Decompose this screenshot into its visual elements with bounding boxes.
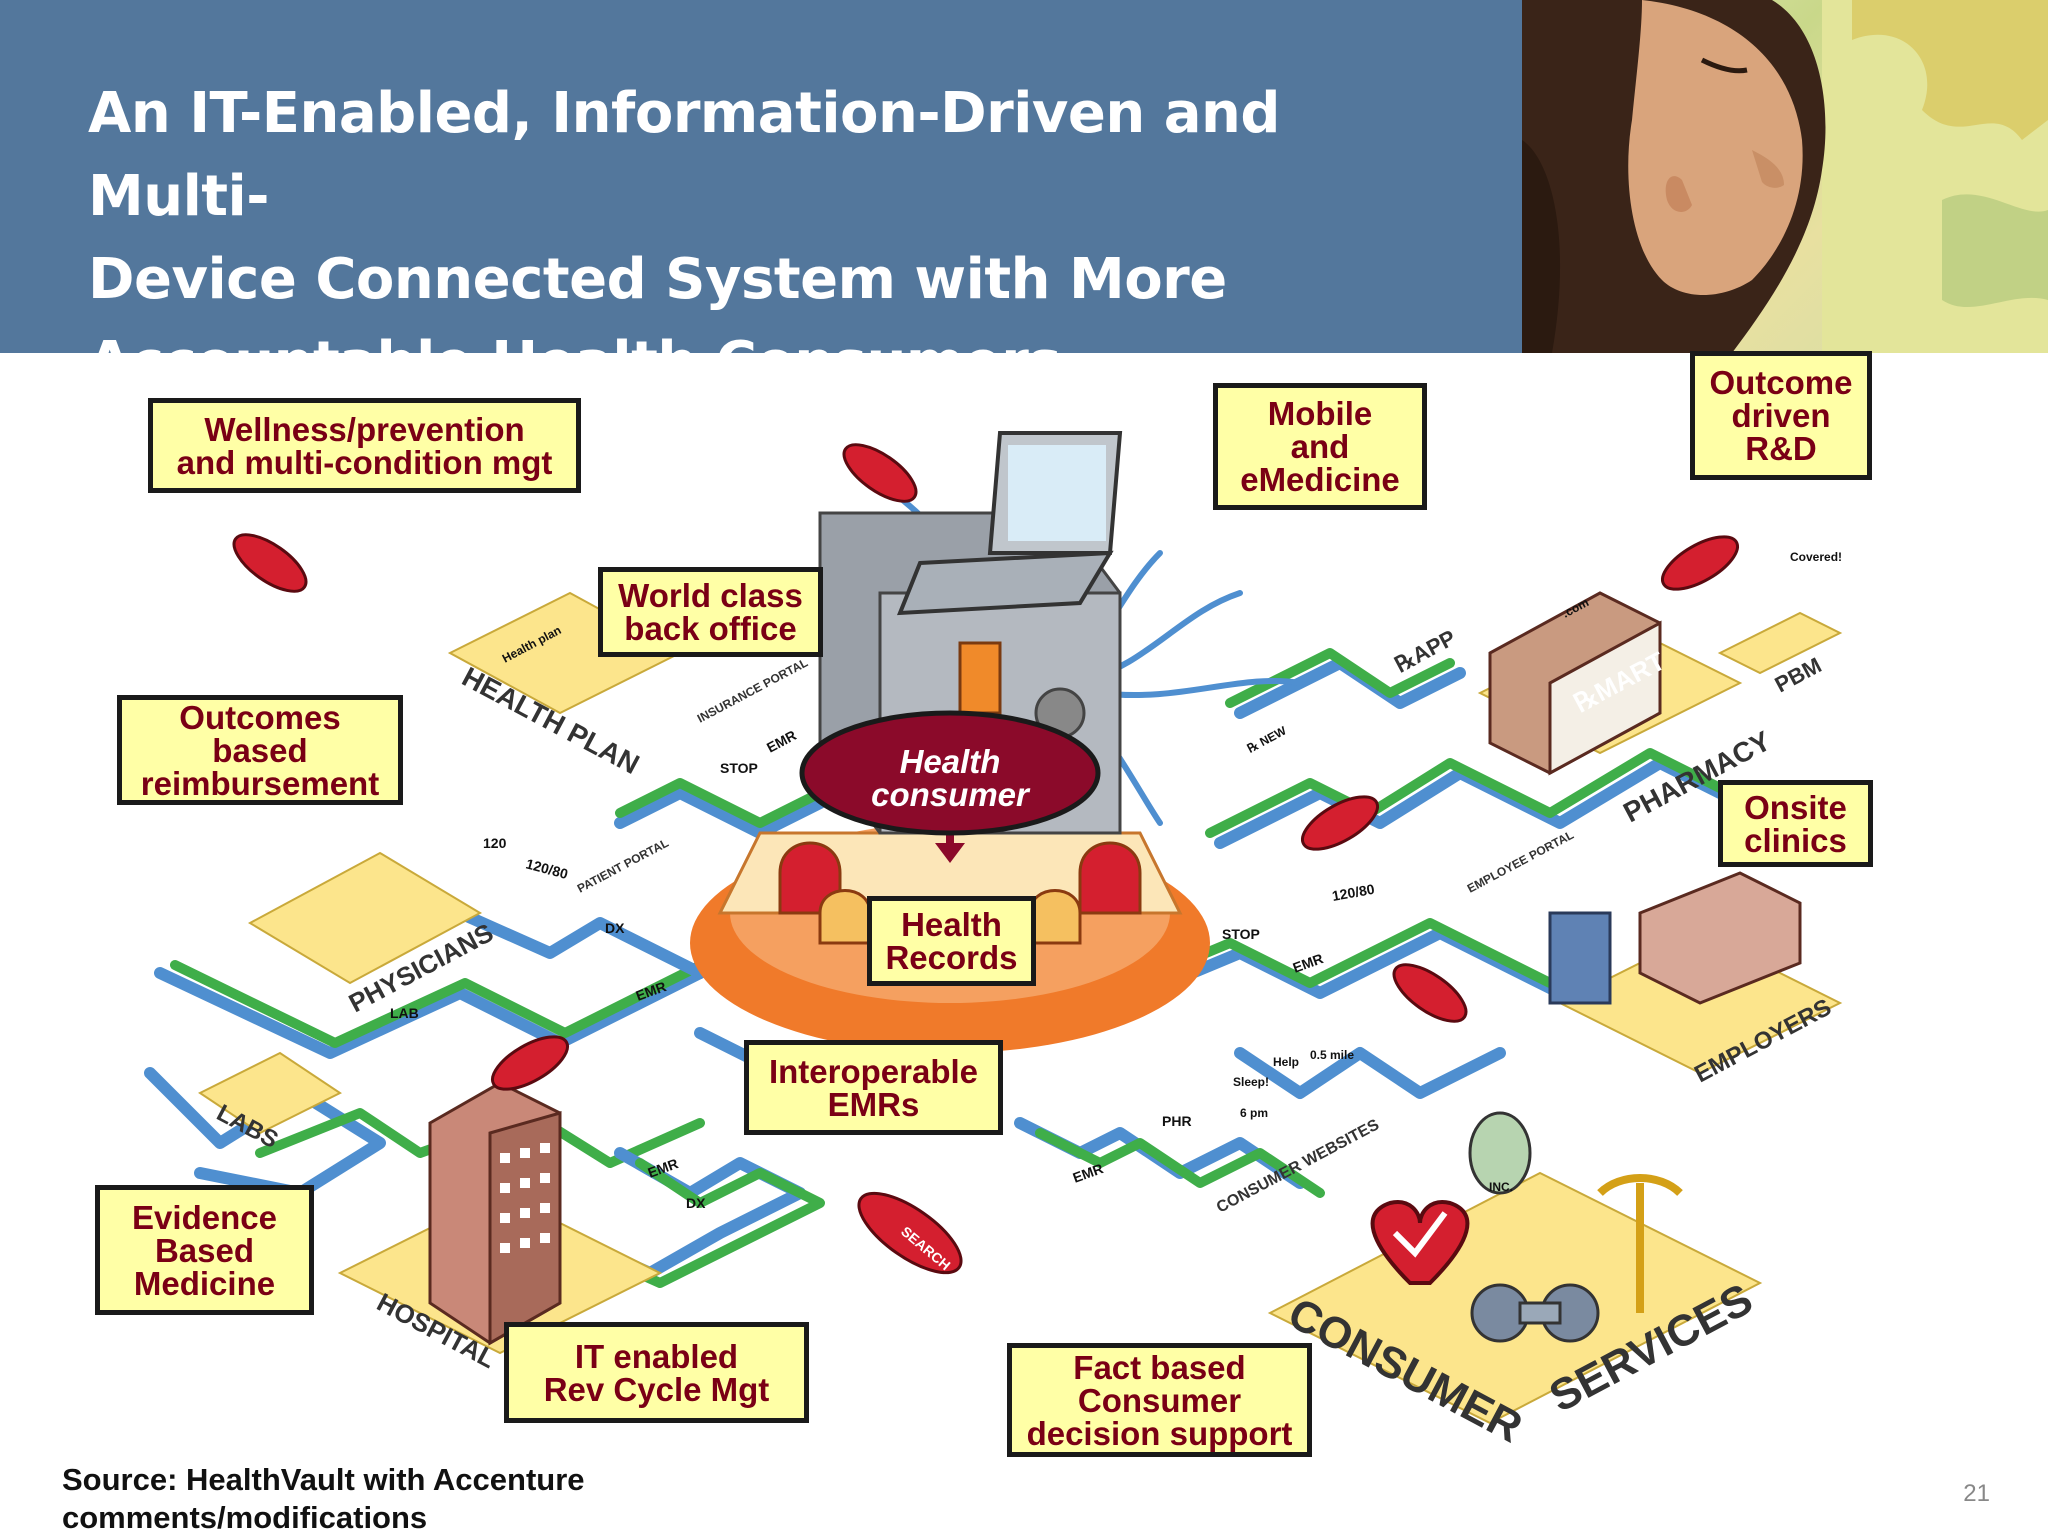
- label-outcome-driven-rd: Outcome driven R&D: [1690, 351, 1872, 480]
- tag-mile: 0.5 mile: [1310, 1048, 1354, 1062]
- child-photo: [1522, 0, 2048, 353]
- label-onsite-clinics: Onsite clinics: [1718, 780, 1873, 867]
- tag-dx-1: DX: [605, 920, 625, 936]
- tag-bp-3: 120/80: [1331, 881, 1376, 904]
- tag-emr-1: EMR: [764, 727, 799, 756]
- health-consumer-label: Health consumer: [871, 743, 1029, 813]
- tag-time: 6 pm: [1240, 1106, 1268, 1120]
- zone-rx-app: ℞APP: [1391, 625, 1460, 678]
- label-outcomes-reimbursement: Outcomes based reimbursement: [117, 695, 403, 805]
- tag-stop-1: STOP: [720, 760, 758, 776]
- buildings: [428, 591, 1802, 1346]
- zone-insurance-portal: INSURANCE PORTAL: [695, 655, 810, 725]
- health-system-diagram: HEALTH PLAN PHARMACY PBM ℞MART ℞APP PHYS…: [0, 353, 2048, 1483]
- source-citation: Source: HealthVault with Accenture comme…: [62, 1462, 585, 1535]
- tag-stop-2: STOP: [1222, 926, 1260, 942]
- child-photo-illustration: [1522, 0, 2048, 353]
- label-health-records: Health Records: [867, 896, 1036, 986]
- tag-covered: Covered!: [1790, 550, 1842, 564]
- tag-inc: INC.: [1489, 1180, 1513, 1194]
- tag-bp-1: 120/80: [524, 855, 570, 882]
- zone-employee-portal: EMPLOYEE PORTAL: [1465, 828, 1576, 896]
- consumer-icons: [1370, 1111, 1683, 1343]
- label-fact-based-decision-support: Fact based Consumer decision support: [1007, 1343, 1312, 1457]
- tag-rx-new: ℞ NEW: [1245, 723, 1289, 755]
- tag-dx-2: DX: [686, 1195, 706, 1211]
- slide-title: An IT-Enabled, Information-Driven and Mu…: [88, 81, 1281, 395]
- label-wellness: Wellness/prevention and multi-condition …: [148, 398, 581, 493]
- tag-bp-2: 120: [483, 835, 507, 851]
- label-evidence-based-medicine: Evidence Based Medicine: [95, 1185, 314, 1315]
- label-it-enabled-rev-cycle: IT enabled Rev Cycle Mgt: [504, 1322, 809, 1423]
- tag-lab: LAB: [390, 1005, 419, 1021]
- title-banner: An IT-Enabled, Information-Driven and Mu…: [0, 0, 1522, 395]
- helicopters: [232, 443, 1739, 1275]
- health-consumer-ellipse: [799, 710, 1101, 836]
- zone-patient-portal: PATIENT PORTAL: [575, 836, 671, 896]
- tag-sleep: Sleep!: [1233, 1075, 1269, 1089]
- tag-help: Help: [1273, 1055, 1299, 1069]
- diagram-illustration: HEALTH PLAN PHARMACY PBM ℞MART ℞APP PHYS…: [144, 431, 1843, 1452]
- label-world-class-back-office: World class back office: [598, 567, 823, 657]
- tag-emr-5: EMR: [1071, 1160, 1106, 1186]
- label-mobile-emedicine: Mobile and eMedicine: [1213, 383, 1427, 510]
- label-interoperable-emrs: Interoperable EMRs: [744, 1040, 1003, 1135]
- tag-emr-3: EMR: [1291, 950, 1326, 976]
- tag-phr: PHR: [1162, 1113, 1192, 1129]
- page-number: 21: [1963, 1480, 1990, 1507]
